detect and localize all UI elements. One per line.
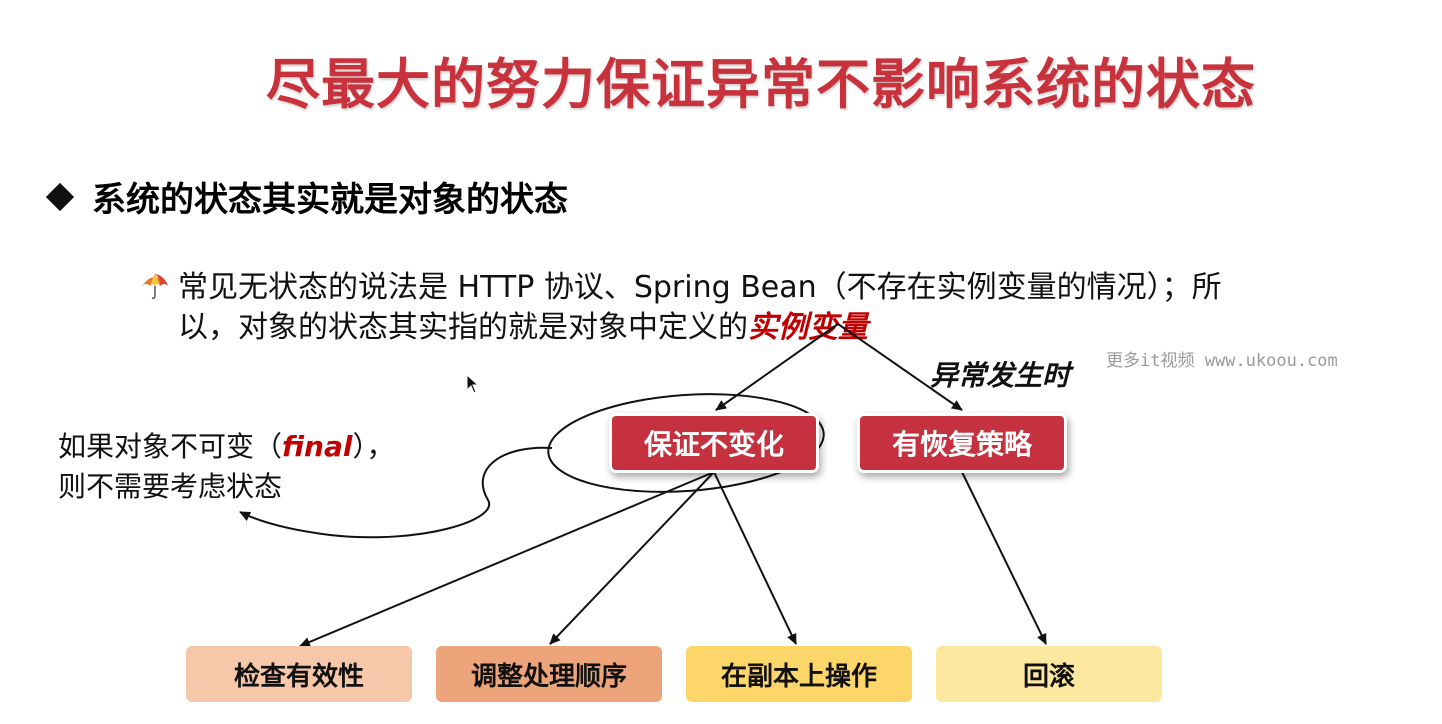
paragraph-line-1: 常见无状态的说法是 HTTP 协议、Spring Bean（不存在实例变量的情况… — [178, 270, 1222, 305]
arrow-to-check-validity — [299, 471, 715, 647]
leaf-rollback: 回滚 — [936, 646, 1162, 702]
paragraph-line-2-prefix: 以，对象的状态其实指的就是对象中定义的 — [178, 310, 748, 345]
branch-recovery-strategy: 有恢复策略 — [860, 416, 1064, 470]
slide-title: 尽最大的努力保证异常不影响系统的状态 — [266, 53, 1256, 116]
mouse-cursor-icon — [466, 374, 480, 394]
arrow-to-copy-operation — [713, 471, 797, 645]
immutable-note: 如果对象不可变（final）， 则不需要考虑状态 — [58, 427, 395, 507]
arrow-to-recovery-strategy — [837, 323, 963, 411]
branch-keep-unchanged: 保证不变化 — [612, 416, 816, 470]
exception-label: 异常发生时 — [930, 359, 1071, 392]
watermark: 更多it视频 www.ukoou.com — [1106, 351, 1338, 371]
bullet-text: 系统的状态其实就是对象的状态 — [92, 180, 568, 220]
instance-variable-highlight: 实例变量 — [748, 310, 868, 345]
hand-drawn-ellipse — [547, 393, 825, 493]
note-suffix: ）， — [352, 430, 395, 463]
arrow-to-keep-unchanged — [715, 323, 839, 411]
curved-arrow-to-note — [239, 446, 553, 539]
arrow-to-reorder — [549, 471, 715, 645]
leaf-operate-on-copy: 在副本上操作 — [686, 646, 912, 702]
immutable-note-line-1: 如果对象不可变（final）， — [58, 427, 395, 467]
immutable-note-line-2: 则不需要考虑状态 — [58, 470, 283, 503]
umbrella-icon — [142, 274, 168, 299]
final-keyword: final — [282, 430, 353, 463]
note-prefix: 如果对象不可变（ — [58, 430, 283, 463]
leaf-check-validity: 检查有效性 — [186, 646, 412, 702]
explanation-paragraph: 常见无状态的说法是 HTTP 协议、Spring Bean（不存在实例变量的情况… — [178, 268, 1318, 348]
paragraph-line-2: 以，对象的状态其实指的就是对象中定义的实例变量 — [178, 308, 1318, 348]
bullet-heading: 系统的状态其实就是对象的状态 — [45, 172, 568, 221]
arrow-to-rollback — [961, 471, 1047, 645]
leaf-reorder-processing: 调整处理顺序 — [436, 646, 662, 702]
